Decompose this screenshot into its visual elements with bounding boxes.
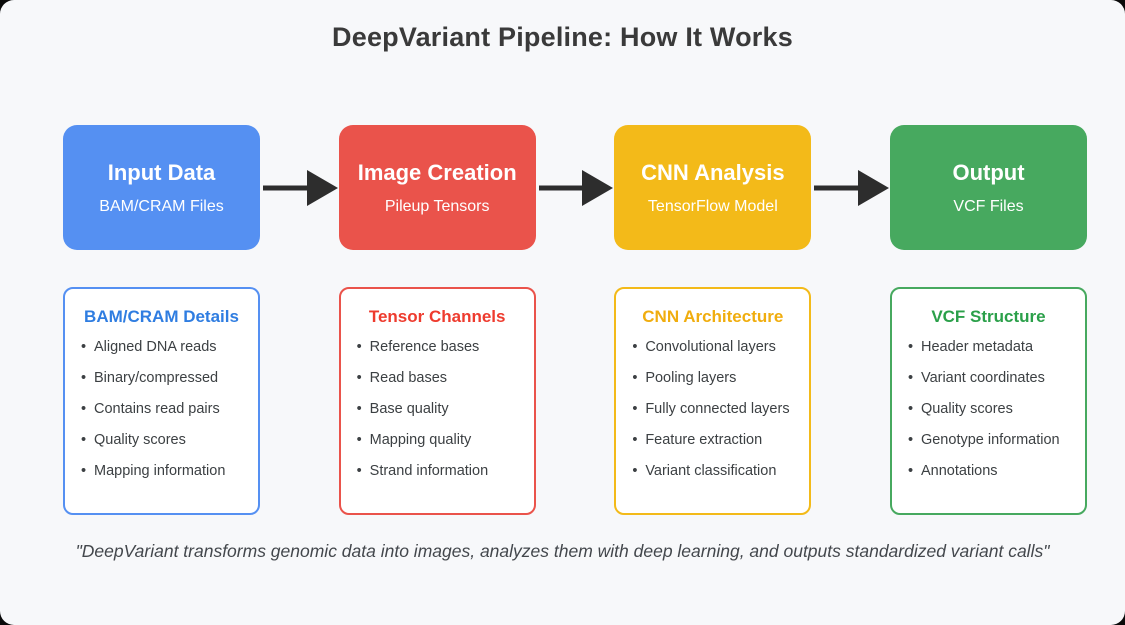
detail-card-tensor-channels: Tensor Channels Reference bases Read bas…	[338, 287, 536, 515]
detail-card-vcf-structure: VCF Structure Header metadata Variant co…	[889, 287, 1087, 515]
pipeline-flow-row: Input Data BAM/CRAM Files Image Creation…	[0, 125, 1125, 250]
list-item: Read bases	[357, 369, 520, 388]
list-item: Genotype information	[908, 431, 1071, 450]
stage-box-image-creation: Image Creation Pileup Tensors	[338, 125, 536, 250]
detail-list: Reference bases Read bases Base quality …	[355, 338, 520, 481]
stage-subtitle: VCF Files	[953, 197, 1024, 215]
arrow-line	[538, 185, 587, 190]
detail-card-heading: VCF Structure	[931, 307, 1046, 326]
stage-subtitle: Pileup Tensors	[384, 197, 490, 215]
detail-list: Header metadata Variant coordinates Qual…	[906, 338, 1071, 481]
list-item: Mapping information	[81, 462, 244, 481]
list-item: Header metadata	[908, 338, 1071, 357]
detail-card-heading: BAM/CRAM Details	[84, 307, 239, 326]
list-item: Pooling layers	[632, 369, 795, 388]
arrow-line	[814, 185, 863, 190]
list-item: Variant coordinates	[908, 369, 1071, 388]
arrow-line	[263, 185, 311, 190]
flow-arrow-icon	[537, 169, 614, 206]
list-item: Convolutional layers	[632, 338, 795, 357]
stage-box-input-data: Input Data BAM/CRAM Files	[63, 125, 260, 250]
stage-box-cnn-analysis: CNN Analysis TensorFlow Model	[614, 125, 812, 250]
details-row: BAM/CRAM Details Aligned DNA reads Binar…	[0, 287, 1125, 515]
summary-quote: "DeepVariant transforms genomic data int…	[75, 541, 1050, 561]
stage-subtitle: TensorFlow Model	[647, 197, 778, 215]
list-item: Mapping quality	[357, 431, 520, 450]
list-item: Quality scores	[908, 400, 1071, 419]
list-item: Reference bases	[357, 338, 520, 357]
list-item: Contains read pairs	[81, 400, 244, 419]
list-item: Strand information	[357, 462, 520, 481]
stage-title: Image Creation	[357, 159, 517, 185]
stage-title: Input Data	[107, 159, 216, 185]
flow-arrow-icon	[812, 169, 890, 206]
list-item: Annotations	[908, 462, 1071, 481]
list-item: Base quality	[357, 400, 520, 419]
stage-box-output: Output VCF Files	[890, 125, 1088, 250]
page-title: DeepVariant Pipeline: How It Works	[332, 22, 793, 52]
list-item: Binary/compressed	[81, 369, 244, 388]
flow-arrow-icon	[261, 169, 338, 206]
stage-subtitle: BAM/CRAM Files	[99, 197, 224, 215]
list-item: Aligned DNA reads	[81, 338, 244, 357]
arrow-head	[582, 169, 614, 206]
detail-card-heading: CNN Architecture	[642, 307, 784, 326]
detail-card-bam-cram: BAM/CRAM Details Aligned DNA reads Binar…	[63, 287, 260, 515]
stage-title: Output	[952, 159, 1025, 185]
list-item: Variant classification	[632, 462, 795, 481]
detail-list: Aligned DNA reads Binary/compressed Cont…	[79, 338, 244, 481]
list-item: Fully connected layers	[632, 400, 795, 419]
detail-card-cnn-architecture: CNN Architecture Convolutional layers Po…	[614, 287, 812, 515]
arrow-head	[858, 169, 890, 206]
stage-title: CNN Analysis	[641, 159, 785, 185]
list-item: Quality scores	[81, 431, 244, 450]
arrow-head	[306, 169, 338, 206]
detail-card-heading: Tensor Channels	[368, 307, 506, 326]
detail-list: Convolutional layers Pooling layers Full…	[630, 338, 795, 481]
list-item: Feature extraction	[632, 431, 795, 450]
